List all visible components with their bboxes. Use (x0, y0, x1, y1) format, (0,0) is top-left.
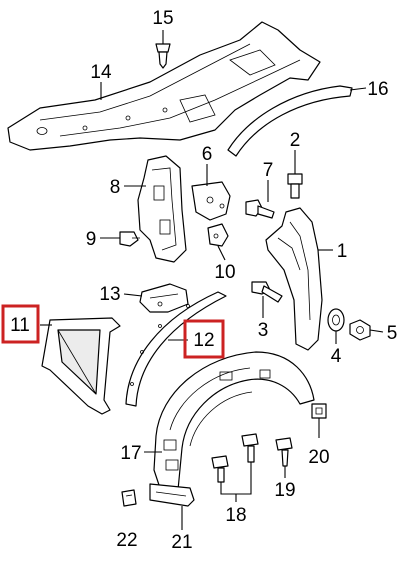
leader-16 (349, 87, 367, 91)
callout-12[interactable]: 12 (193, 330, 214, 351)
part-3-clip (251, 281, 283, 303)
callout-4[interactable]: 4 (331, 346, 342, 367)
part-13-mounting-bracket (139, 283, 189, 313)
callout-2[interactable]: 2 (290, 130, 301, 151)
leader-10 (217, 245, 226, 261)
leader-18 (220, 462, 252, 502)
part-22-clip (121, 489, 137, 507)
part-18-bolts (211, 433, 259, 483)
callout-1[interactable]: 1 (337, 241, 348, 262)
callout-9[interactable]: 9 (86, 229, 97, 250)
leader-lines (40, 30, 384, 530)
part-14-apron-rail (7, 21, 321, 151)
part-12-arch-molding (125, 291, 227, 407)
callout-11[interactable]: 11 (10, 315, 30, 336)
part-2-bolt (287, 173, 303, 199)
part-9-push-clip (119, 231, 140, 247)
callout-labels: 15 14 16 6 2 7 8 9 10 1 13 3 11 12 4 5 1… (10, 8, 397, 553)
callout-8[interactable]: 8 (110, 177, 121, 198)
leader-13 (123, 293, 143, 297)
callout-18[interactable]: 18 (225, 505, 246, 526)
callout-17[interactable]: 17 (120, 443, 141, 464)
callout-15[interactable]: 15 (152, 8, 173, 29)
part-4-washer (327, 308, 345, 332)
callout-10[interactable]: 10 (214, 262, 235, 283)
part-1-fender (265, 207, 323, 351)
part-11-support-frame (41, 317, 121, 415)
part-5-nut (349, 319, 371, 341)
part-19-screw (275, 437, 293, 467)
highlight-box-11 (1, 304, 40, 344)
part-21-splash-shield (149, 483, 195, 507)
leader-5 (369, 329, 384, 333)
part-6-bracket (191, 181, 231, 221)
part-7-bolt (245, 199, 275, 219)
callout-14[interactable]: 14 (90, 62, 112, 83)
callout-19[interactable]: 19 (274, 480, 295, 501)
callout-5[interactable]: 5 (387, 323, 398, 344)
highlight-box-12 (183, 319, 225, 359)
part-10-small-bracket (207, 223, 229, 247)
callout-3[interactable]: 3 (258, 320, 269, 341)
callout-7[interactable]: 7 (263, 160, 274, 181)
part-16-arch-molding (227, 85, 353, 157)
callout-6[interactable]: 6 (202, 144, 213, 165)
part-17-fender-liner (153, 351, 315, 491)
callout-20[interactable]: 20 (308, 447, 329, 468)
callout-13[interactable]: 13 (99, 284, 120, 305)
callout-22[interactable]: 22 (116, 530, 137, 551)
part-20-clip (311, 403, 327, 419)
part-8-vertical-bracket (137, 155, 187, 263)
callout-21[interactable]: 21 (171, 532, 192, 553)
callout-16[interactable]: 16 (367, 79, 388, 100)
part-15-clip (155, 43, 171, 69)
